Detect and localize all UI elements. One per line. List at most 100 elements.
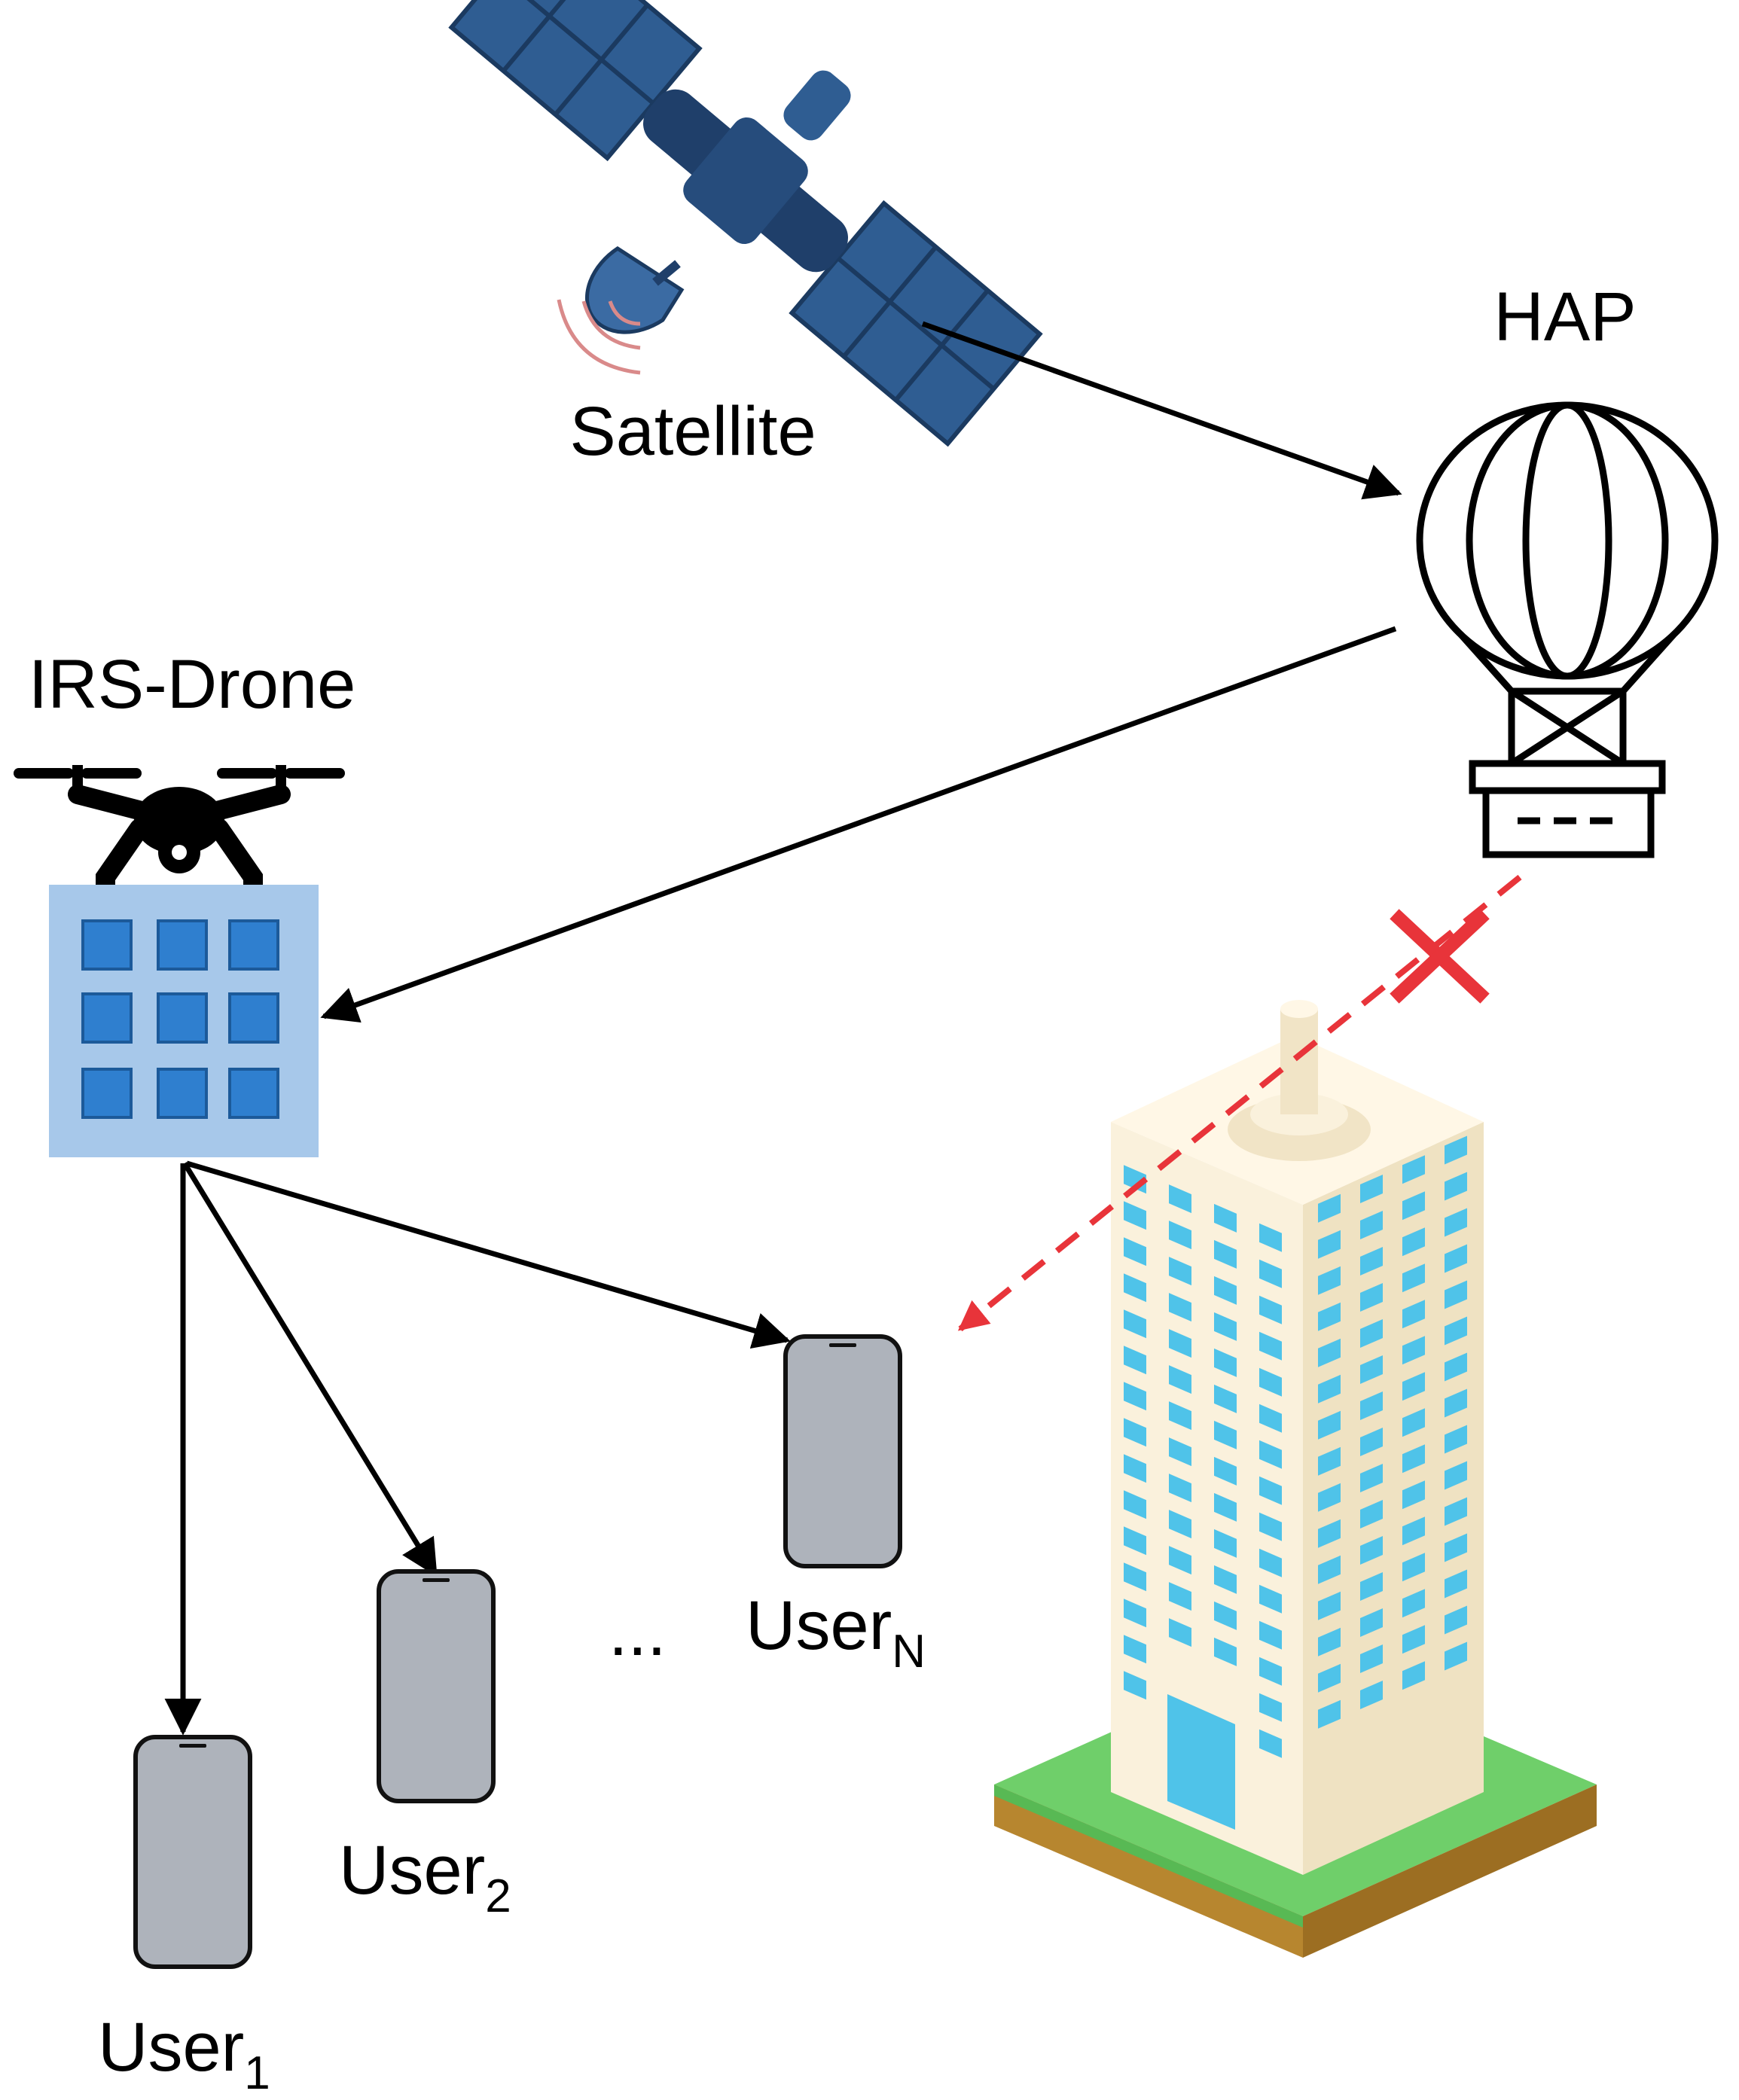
- window: [1402, 1300, 1425, 1329]
- window: [1318, 1663, 1341, 1693]
- window: [1445, 1533, 1467, 1562]
- window: [1360, 1319, 1383, 1349]
- window: [1214, 1420, 1237, 1449]
- satellite-icon: [448, 0, 1043, 447]
- window: [1360, 1175, 1383, 1204]
- window: [1169, 1510, 1191, 1539]
- window: [1259, 1512, 1282, 1541]
- window: [1214, 1203, 1237, 1233]
- window: [1259, 1259, 1282, 1288]
- window: [1214, 1492, 1237, 1522]
- window: [1318, 1555, 1341, 1584]
- window: [1124, 1454, 1146, 1483]
- blocked-x-icon: [1390, 909, 1490, 1004]
- window: [1360, 1536, 1383, 1565]
- window: [1124, 1273, 1146, 1303]
- balloon-icon: [1416, 401, 1719, 858]
- window: [1214, 1529, 1237, 1558]
- window: [1169, 1365, 1191, 1394]
- window: [1124, 1635, 1146, 1664]
- window: [1124, 1382, 1146, 1411]
- ellipsis-label: ...: [609, 1593, 667, 1670]
- window: [1445, 1461, 1467, 1490]
- window: [1402, 1480, 1425, 1510]
- window: [1259, 1440, 1282, 1469]
- satellite-label: Satellite: [569, 393, 816, 470]
- window: [1214, 1565, 1237, 1594]
- window: [1124, 1418, 1146, 1447]
- window: [1445, 1316, 1467, 1346]
- user2-label: User2: [339, 1832, 511, 1922]
- window: [1169, 1184, 1191, 1214]
- window: [1445, 1569, 1467, 1599]
- window: [1169, 1474, 1191, 1503]
- window: [1318, 1230, 1341, 1259]
- window: [1445, 1208, 1467, 1237]
- window: [1124, 1490, 1146, 1519]
- window: [1169, 1257, 1191, 1286]
- hap-label: HAP: [1493, 279, 1636, 355]
- window: [1360, 1464, 1383, 1493]
- window: [1445, 1388, 1467, 1418]
- window: [1445, 1135, 1467, 1165]
- user1-label: User1: [98, 2009, 270, 2096]
- drone-icon: [14, 765, 345, 913]
- window: [1402, 1227, 1425, 1257]
- window: [1259, 1476, 1282, 1505]
- window: [1402, 1372, 1425, 1401]
- window: [1402, 1661, 1425, 1690]
- window: [1124, 1599, 1146, 1628]
- window: [1318, 1519, 1341, 1548]
- window: [1169, 1437, 1191, 1467]
- link-hap-to-irs: [320, 626, 1397, 1023]
- window: [1402, 1516, 1425, 1546]
- window: [1124, 1671, 1146, 1700]
- window: [1169, 1293, 1191, 1322]
- window: [1124, 1237, 1146, 1266]
- window: [1259, 1223, 1282, 1252]
- window: [1360, 1391, 1383, 1421]
- window: [1318, 1338, 1341, 1367]
- window: [1259, 1584, 1282, 1614]
- link-irs-to-userN: [186, 1160, 791, 1349]
- window: [1445, 1280, 1467, 1309]
- window: [1169, 1401, 1191, 1431]
- irs-panel: [49, 885, 319, 1157]
- window: [1124, 1526, 1146, 1556]
- window: [1360, 1355, 1383, 1385]
- link-satellite-to-hap: [921, 321, 1402, 500]
- window: [1318, 1446, 1341, 1476]
- window: [1445, 1641, 1467, 1671]
- window: [1402, 1336, 1425, 1365]
- window: [1169, 1221, 1191, 1250]
- window: [1360, 1608, 1383, 1638]
- window: [1124, 1309, 1146, 1339]
- window: [1445, 1352, 1467, 1382]
- window: [1360, 1644, 1383, 1674]
- window: [1214, 1312, 1237, 1341]
- window: [1402, 1408, 1425, 1437]
- window: [1259, 1367, 1282, 1397]
- window: [1318, 1627, 1341, 1657]
- window: [1318, 1591, 1341, 1620]
- window: [1402, 1589, 1425, 1618]
- window: [1259, 1548, 1282, 1577]
- window: [1259, 1657, 1282, 1686]
- window: [1402, 1444, 1425, 1474]
- window: [1360, 1211, 1383, 1240]
- window: [1169, 1582, 1191, 1611]
- window: [1214, 1601, 1237, 1630]
- user2-phone: [377, 1569, 496, 1803]
- window: [1214, 1348, 1237, 1377]
- window: [1124, 1201, 1146, 1230]
- userN-label: UserN: [746, 1587, 926, 1678]
- window: [1124, 1562, 1146, 1592]
- building-icon: [994, 1000, 1597, 1958]
- window: [1402, 1155, 1425, 1184]
- window: [1445, 1244, 1467, 1273]
- window: [1318, 1374, 1341, 1404]
- window: [1124, 1346, 1146, 1375]
- window: [1445, 1497, 1467, 1526]
- window: [1360, 1428, 1383, 1457]
